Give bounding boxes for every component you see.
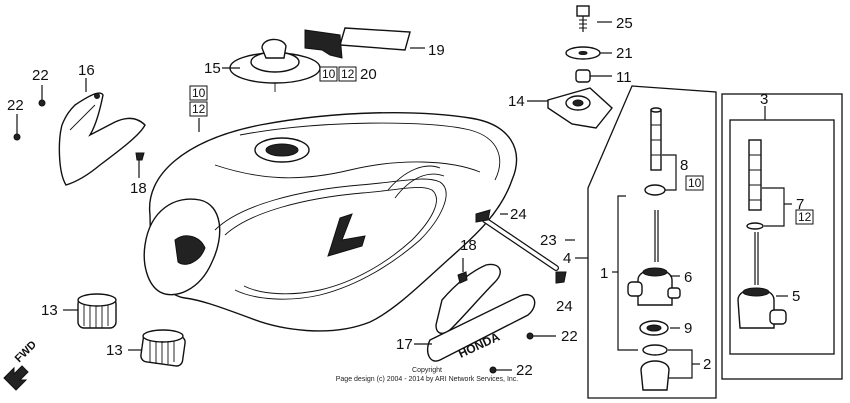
- callout-22d: 22: [516, 362, 533, 379]
- callout-13a: 13: [41, 302, 58, 319]
- callout-22b: 22: [7, 97, 24, 114]
- callout-13b: 13: [106, 342, 123, 359]
- fuel-tube-rod: [482, 217, 559, 271]
- clip-18-right: [457, 258, 468, 284]
- sediment-cup-2: [640, 344, 670, 391]
- callout-18b: 18: [460, 237, 477, 254]
- callout-18a: 18: [130, 180, 147, 197]
- callout-11: 11: [616, 69, 632, 86]
- bolt-22-left-b: [13, 114, 21, 141]
- gasket-9: [639, 320, 669, 336]
- callout-15: 15: [204, 60, 221, 77]
- copyright-line-2: Page design (c) 2004 - 2014 by ARI Netwo…: [336, 376, 519, 383]
- callout-7: 7: [796, 196, 804, 213]
- collar-11: [575, 69, 591, 83]
- callout-3: 3: [760, 91, 768, 108]
- boxed-12-top: 12: [192, 102, 206, 116]
- side-cover-emblem: HONDA: [426, 263, 536, 362]
- rubber-cushion-upper: [77, 293, 117, 329]
- side-bracket: [58, 92, 146, 186]
- boxed-12-valve: 12: [798, 210, 812, 224]
- callout-17: 17: [396, 336, 413, 353]
- callout-22c: 22: [561, 328, 578, 345]
- cap-lock-plate: [304, 29, 343, 59]
- callout-21: 21: [616, 45, 633, 62]
- callout-20: 20: [360, 66, 377, 83]
- leader-lines: [63, 21, 792, 379]
- strainer-7: [746, 139, 764, 230]
- callout-9: 9: [684, 320, 692, 337]
- boxed-callouts: 10 12 10 12 10 12: [189, 66, 814, 225]
- callout-14: 14: [508, 93, 525, 110]
- fuel-valve-frame: [587, 85, 717, 399]
- callout-8: 8: [680, 157, 688, 174]
- strainer-8: [650, 107, 662, 171]
- bolt-25: [576, 5, 590, 32]
- bolt-22-right-b: [489, 366, 512, 374]
- fuel-valve-6: [627, 210, 681, 306]
- clip-24-upper: [475, 209, 491, 223]
- bolt-22-right-a: [526, 332, 556, 340]
- callout-24b: 24: [556, 298, 573, 315]
- callout-1: 1: [600, 265, 608, 282]
- bolt-22-left-a: [38, 85, 46, 107]
- fuel-valve-bracket: [547, 87, 613, 129]
- fuel-valve-5: [737, 232, 787, 329]
- boxed-10-cap: 10: [322, 67, 336, 81]
- washer-21: [565, 46, 601, 60]
- clip-18-left: [135, 152, 145, 178]
- cap-gasket: [339, 27, 411, 51]
- callout-24a: 24: [510, 206, 527, 223]
- clip-24-lower: [555, 271, 567, 284]
- copyright-line-1: Copyright: [412, 367, 442, 374]
- callout-16: 16: [78, 62, 95, 79]
- boxed-12-cap: 12: [341, 67, 355, 81]
- o-ring-upper: [644, 184, 666, 196]
- fuel-cap: [229, 38, 321, 92]
- callout-4: 4: [563, 250, 571, 267]
- callout-19: 19: [428, 42, 445, 59]
- callout-5: 5: [792, 288, 800, 305]
- callouts: 15 19 20 25 21 11 14 16 22 22 18 24 23 1…: [7, 15, 804, 379]
- rubber-cushion-lower: [140, 329, 186, 367]
- valve-subassembly-frame: [721, 93, 843, 380]
- callout-25: 25: [616, 15, 633, 32]
- boxed-10-top: 10: [192, 86, 206, 100]
- callout-6: 6: [684, 269, 692, 286]
- fuel-tank: [143, 111, 518, 332]
- callout-23: 23: [540, 232, 557, 249]
- callout-22a: 22: [32, 67, 49, 84]
- callout-2: 2: [703, 356, 711, 373]
- boxed-10-valve: 10: [688, 176, 702, 190]
- fwd-label: FWD: [13, 339, 39, 365]
- fwd-arrow-icon: FWD: [3, 339, 39, 391]
